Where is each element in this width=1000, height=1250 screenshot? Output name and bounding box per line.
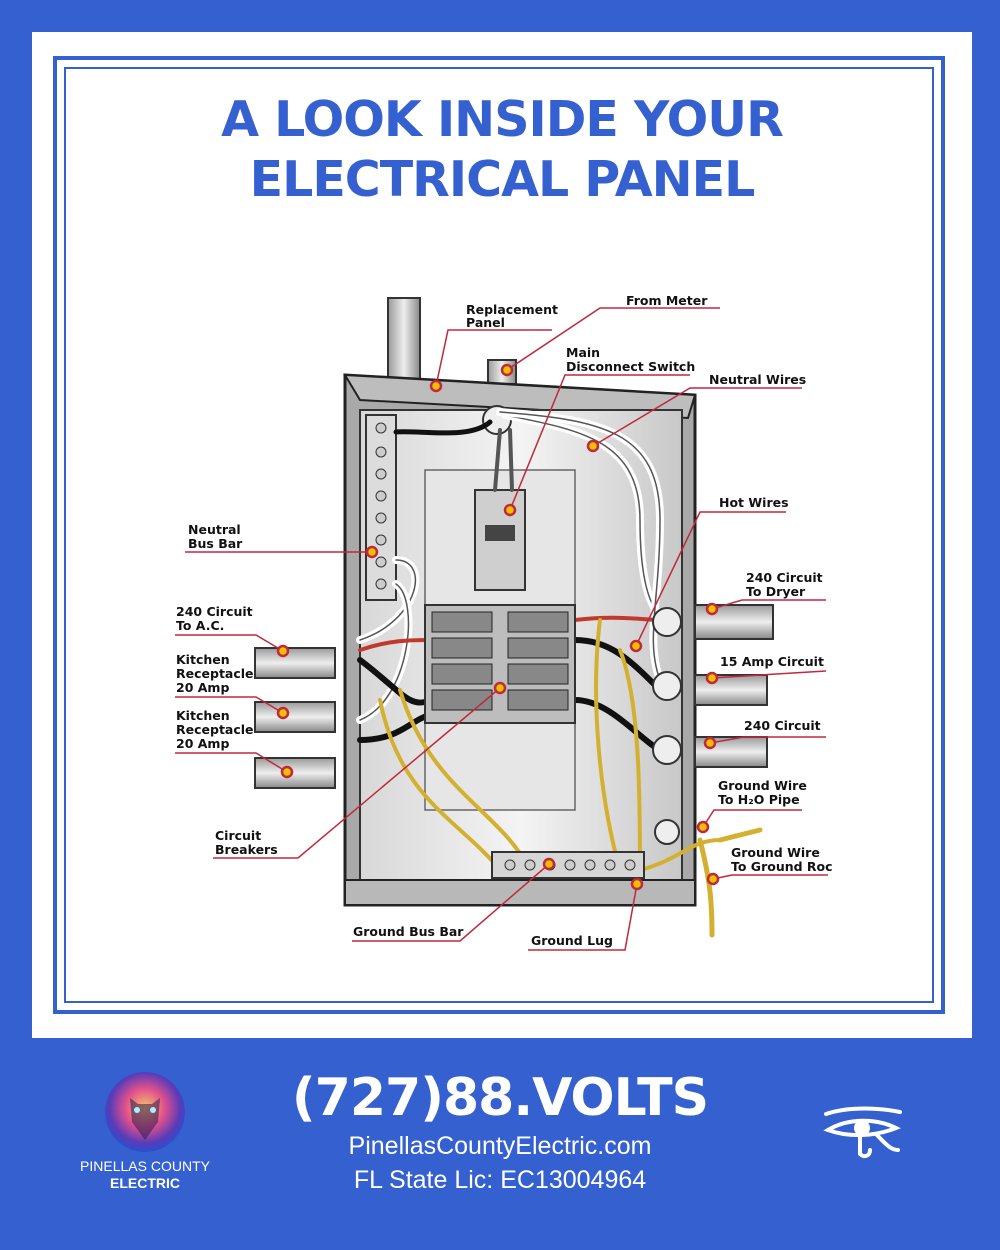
label-240-ac: 240 Circuit To A.C. — [176, 604, 257, 633]
top-conduit — [387, 297, 421, 381]
label-circuit-breakers: Circuit Breakers — [215, 828, 278, 857]
logo-line-1: PINELLAS COUNTY — [80, 1158, 210, 1174]
label-neutral-bus-bar: Neutral Bus Bar — [188, 522, 245, 551]
neutral-bus-bar — [365, 414, 397, 601]
panel-diagram: Replacement Panel From Meter Main Discon… — [175, 293, 833, 951]
label-neutral-wires: Neutral Wires — [709, 372, 806, 387]
title-line-1: A LOOK INSIDE YOUR — [221, 91, 784, 148]
left-conduits — [254, 647, 336, 789]
logo-name: PINELLAS COUNTY ELECTRIC — [60, 1158, 230, 1192]
eye-of-horus-icon — [823, 1106, 902, 1159]
website-link[interactable]: PinellasCountyElectric.com — [348, 1132, 652, 1160]
label-15-amp: 15 Amp Circuit — [720, 654, 824, 669]
label-240-circuit: 240 Circuit — [744, 718, 821, 733]
label-ground-rod: Ground Wire To Ground Roc — [731, 845, 833, 874]
circuit-breakers — [424, 604, 576, 724]
leader-lines — [175, 307, 828, 951]
label-kitchen-1: Kitchen Receptacle 20 Amp — [176, 652, 258, 695]
inner-frame — [64, 67, 934, 1003]
logo-line-2: ELECTRIC — [110, 1175, 180, 1191]
label-ground-bus-bar: Ground Bus Bar — [353, 924, 464, 939]
label-from-meter: From Meter — [626, 293, 708, 308]
label-hot-wires: Hot Wires — [719, 495, 789, 510]
outer-frame — [53, 56, 945, 1014]
company-logo: PINELLAS COUNTY ELECTRIC — [60, 1070, 230, 1210]
label-ground-lug: Ground Lug — [531, 933, 613, 948]
label-replacement-panel: Replacement Panel — [466, 302, 562, 330]
label-ground-h2o: Ground Wire To H₂O Pipe — [718, 778, 811, 807]
label-240-dryer: 240 Circuit To Dryer — [746, 570, 827, 599]
poster-card: A LOOK INSIDE YOUR ELECTRICAL PANEL — [32, 32, 972, 1038]
phone-number[interactable]: (727)88.VOLTS — [291, 1068, 709, 1128]
page-title: A LOOK INSIDE YOUR ELECTRICAL PANEL — [32, 90, 972, 210]
ground-bus-bar — [491, 851, 645, 879]
label-main-disconnect: Main Disconnect Switch — [566, 345, 695, 374]
label-kitchen-2: Kitchen Receptacle 20 Amp — [176, 708, 258, 751]
footer: PINELLAS COUNTY ELECTRIC (727)88.VOLTS P… — [0, 1040, 1000, 1250]
lion-head-icon — [105, 1072, 185, 1152]
license-number: FL State Lic: EC13004964 — [353, 1166, 647, 1194]
wires — [356, 408, 763, 938]
marker-dots — [276, 363, 720, 891]
title-line-2: ELECTRICAL PANEL — [249, 151, 756, 208]
